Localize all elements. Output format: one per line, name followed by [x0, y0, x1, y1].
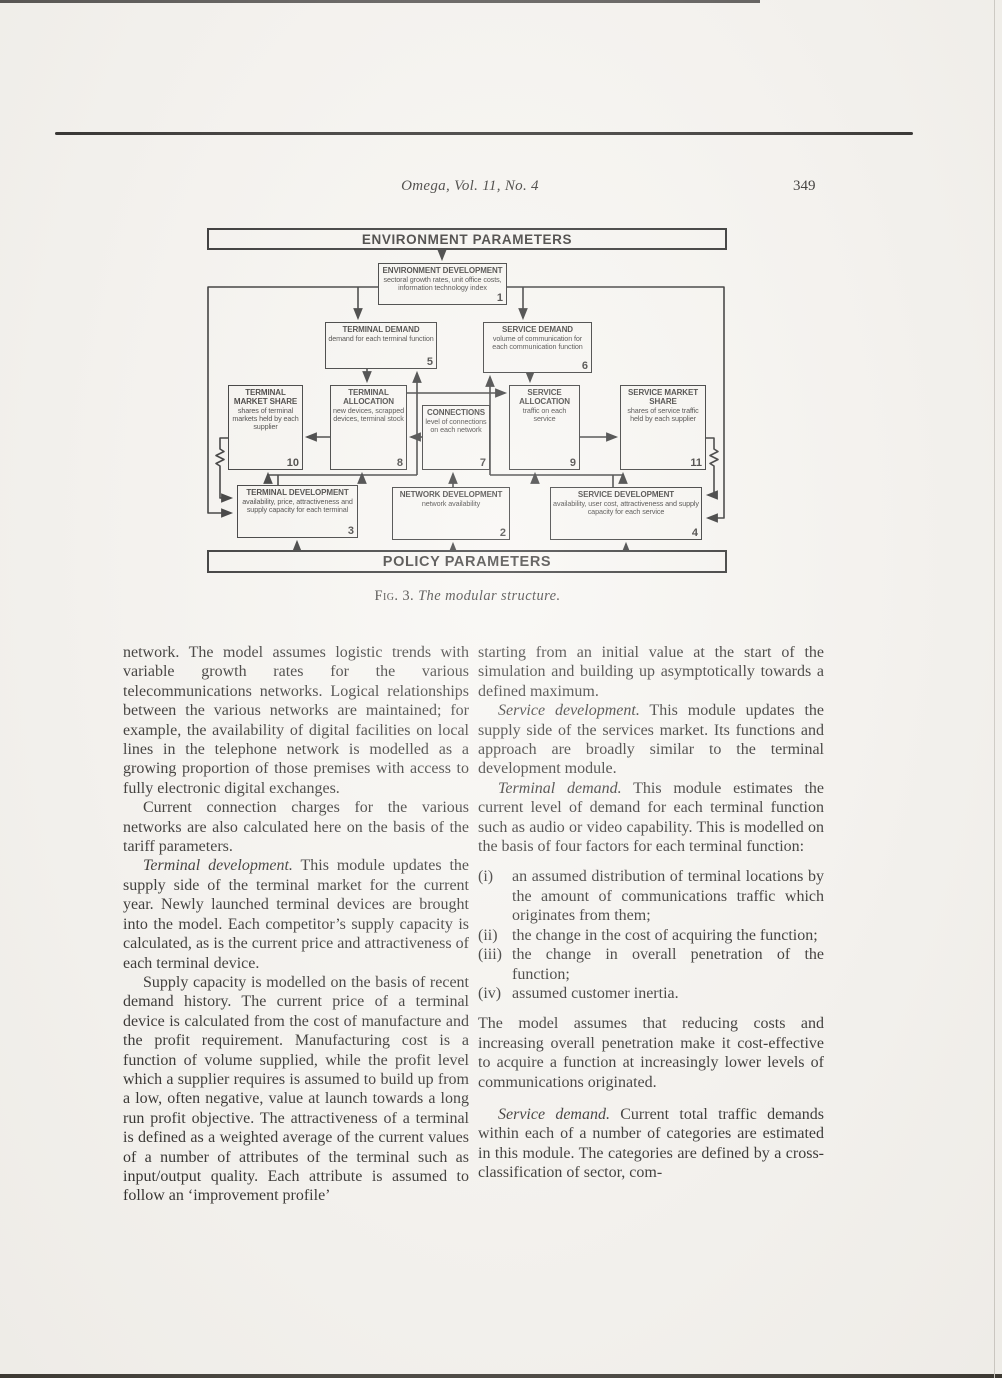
list-item: (ii) the change in the cost of acquiring …	[478, 926, 824, 945]
paragraph-lead: Terminal development.	[143, 857, 293, 875]
module-terminal-demand: TERMINAL DEMAND demand for each terminal…	[325, 322, 437, 369]
header-rule	[55, 132, 913, 135]
list-text: the change in overall penetration of the…	[512, 946, 824, 983]
paragraph: Service development. This module updates…	[478, 701, 824, 779]
paragraph-text: This module updates the supply side of t…	[123, 857, 469, 972]
paragraph: starting from an initial value at the st…	[478, 644, 824, 700]
bar-environment-parameters: ENVIRONMENT PARAMETERS	[207, 228, 727, 250]
paragraph: Current connection charges for the vario…	[123, 799, 469, 856]
paragraph-text: This module estimates the current level …	[478, 779, 824, 856]
paragraph-text: This module updates the supply side of t…	[478, 702, 824, 778]
module-network-development: NETWORK DEVELOPMENT network availability…	[392, 487, 510, 540]
paragraph: Terminal demand. This module estimates t…	[478, 779, 824, 857]
list-text: assumed customer inertia.	[512, 984, 679, 1002]
paragraph-lead: Service demand.	[498, 1105, 610, 1123]
list-text: an assumed distribution of terminal loca…	[512, 868, 824, 925]
scan-edge-right	[994, 0, 995, 1378]
module-number: 4	[691, 527, 698, 539]
module-terminal-allocation: TERMINAL ALLOCATION new devices, scrappe…	[330, 385, 407, 470]
page-number: 349	[793, 178, 816, 194]
module-service-market-share: SERVICE MARKET SHARE shares of service t…	[620, 385, 706, 470]
paragraph: Supply capacity is modelled on the basis…	[123, 973, 469, 1205]
module-number: 5	[426, 356, 433, 368]
module-number: 8	[396, 457, 403, 469]
paragraph: Service demand. Current total traffic de…	[478, 1105, 824, 1183]
module-connections: CONNECTIONS level of connections on each…	[422, 405, 490, 470]
list-item: (iii) the change in overall penetration o…	[478, 945, 824, 984]
right-column: starting from an initial value at the st…	[478, 643, 824, 1183]
list-marker: (ii)	[478, 926, 498, 944]
figure-caption-title: The modular structure.	[418, 588, 561, 604]
paragraph: network. The model assumes logistic tren…	[123, 644, 469, 797]
module-service-development: SERVICE DEVELOPMENT availability, user c…	[550, 487, 702, 540]
module-number: 10	[286, 457, 299, 469]
scan-edge-bottom	[0, 1374, 1002, 1378]
scan-edge-top	[0, 0, 760, 3]
paragraph-lead: Terminal demand.	[498, 779, 622, 797]
module-number: 9	[569, 457, 576, 469]
figure-modular-structure: ENVIRONMENT PARAMETERS ENVIRONMENT DEVEL…	[200, 225, 735, 580]
running-head: Omega, Vol. 11, No. 4	[401, 178, 539, 194]
module-number: 7	[479, 457, 486, 469]
paragraph: Terminal development. This module update…	[123, 856, 469, 972]
module-environment-development: ENVIRONMENT DEVELOPMENT sectoral growth …	[378, 263, 507, 305]
list-marker: (i)	[478, 868, 494, 886]
module-service-allocation: SERVICE ALLOCATION traffic on each servi…	[509, 385, 580, 470]
left-column: network. The model assumes logistic tren…	[123, 643, 469, 1206]
module-number: 2	[499, 527, 506, 539]
numbered-list: (i) an assumed distribution of terminal l…	[478, 867, 824, 1003]
list-item: (iv) assumed customer inertia.	[478, 984, 824, 1003]
paragraph-lead: Service development.	[498, 702, 640, 720]
module-number: 3	[347, 525, 354, 537]
module-number: 11	[690, 457, 702, 469]
paragraph: The model assumes that reducing costs an…	[478, 1015, 824, 1091]
figure-caption-label: Fig. 3.	[374, 588, 415, 604]
module-terminal-market-share: TERMINAL MARKET SHARE shares of terminal…	[228, 385, 303, 470]
module-number: 1	[496, 292, 503, 304]
paragraph-text: Current total traffic demands within eac…	[478, 1105, 825, 1182]
figure-caption: Fig. 3. The modular structure.	[200, 588, 735, 605]
list-marker: (iv)	[478, 984, 502, 1002]
bar-policy-parameters: POLICY PARAMETERS	[207, 550, 727, 573]
module-service-demand: SERVICE DEMAND volume of communication f…	[483, 322, 592, 373]
list-item: (i) an assumed distribution of terminal l…	[478, 867, 824, 925]
module-terminal-development: TERMINAL DEVELOPMENT availability, price…	[237, 485, 358, 538]
diagram-connectors	[207, 248, 725, 554]
list-marker: (iii)	[478, 946, 502, 964]
module-number: 6	[581, 360, 588, 372]
list-text: the change in the cost of acquiring the …	[512, 926, 818, 944]
